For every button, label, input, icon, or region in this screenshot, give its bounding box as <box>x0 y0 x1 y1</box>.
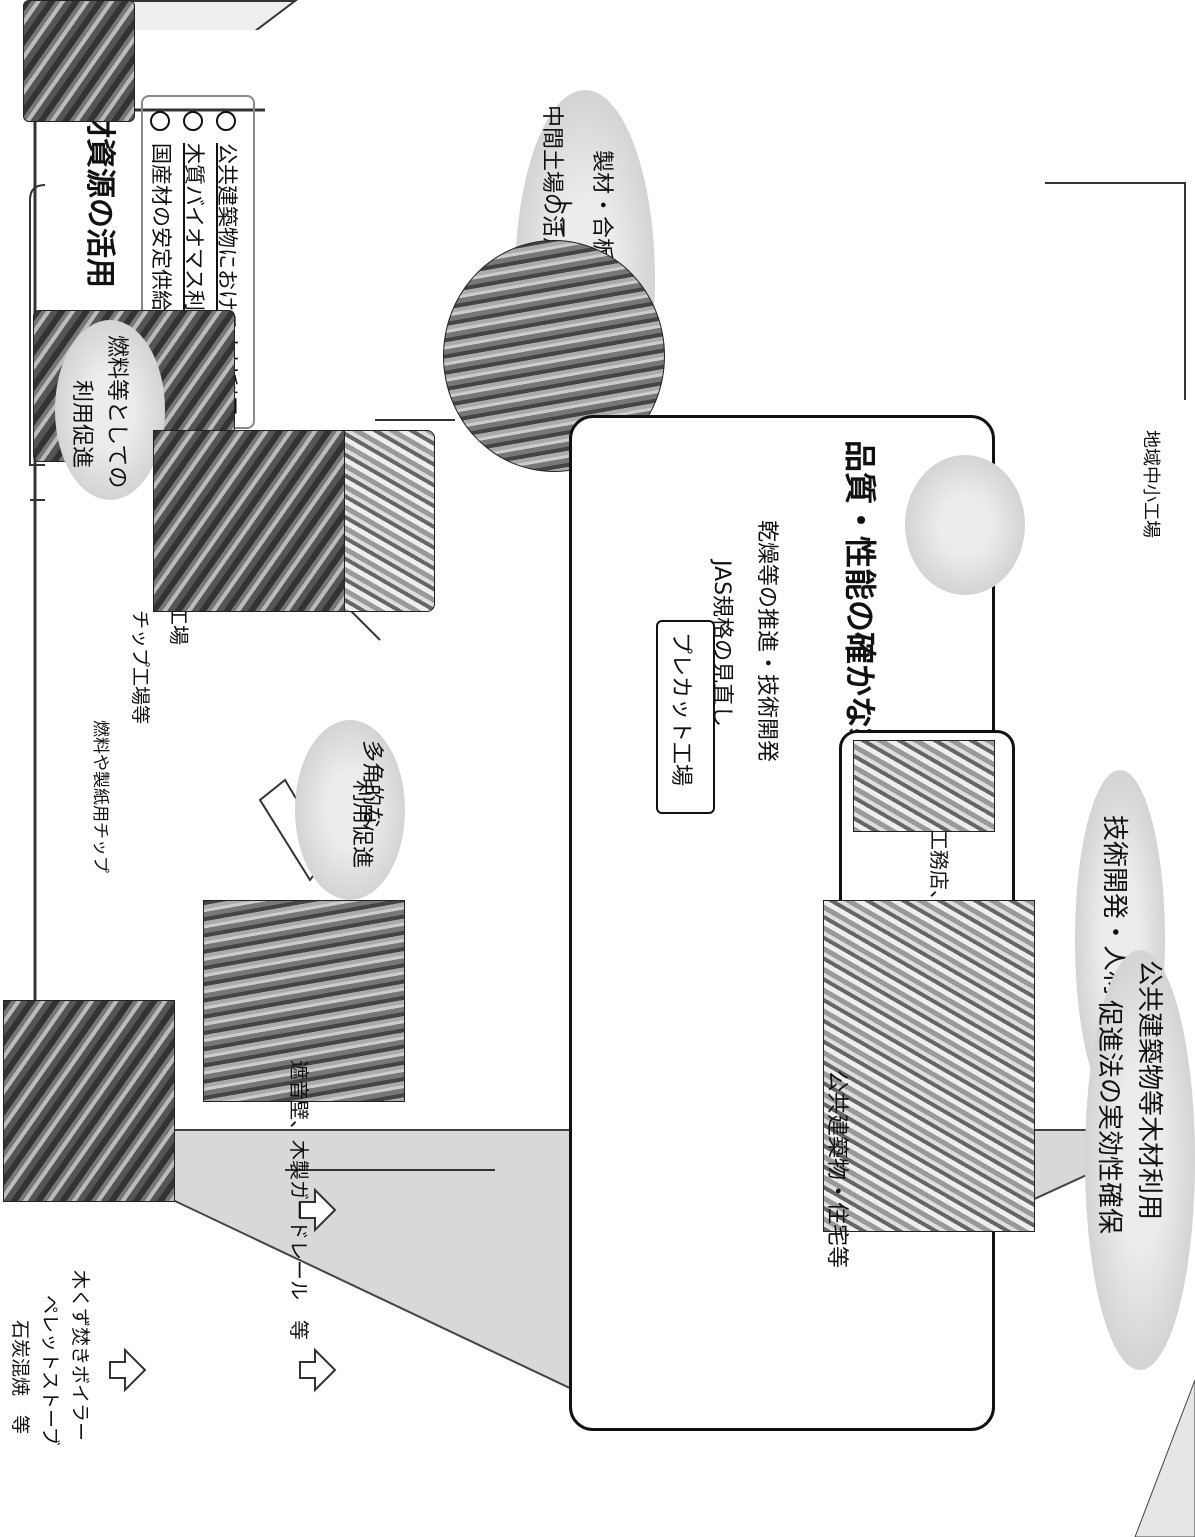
buildings-label: 公共建築物・住宅等 <box>824 1070 849 1269</box>
supply-sub1: 乾燥等の推進・技術開発 <box>754 520 779 763</box>
chip-factory-image <box>153 430 345 612</box>
diverse-line2: 利用促進 <box>349 780 374 869</box>
boiler-line1: 木くず焚きボイラー <box>69 1270 91 1442</box>
law-line1: 公共建築物等木材利用 <box>1134 960 1164 1221</box>
chip-product-label: 燃料や製紙用チップ <box>90 720 110 873</box>
local-factory-oval <box>905 455 1025 595</box>
boiler-line2: ペレットストーブ <box>39 1295 61 1446</box>
fuel-line2: 利用促進 <box>69 380 94 469</box>
circle-bullet-icon <box>216 111 236 131</box>
precut-label: プレカット工場 <box>668 632 693 787</box>
house-image <box>853 740 995 832</box>
law-line2: 促進法の実効性確保 <box>1094 1000 1124 1235</box>
truck-image <box>23 0 135 122</box>
precut-box: プレカット工場 <box>656 620 715 814</box>
boiler-line3: 石炭混焼 等 <box>9 1320 31 1435</box>
fuel-line1: 燃料等としての <box>104 335 129 489</box>
chip-factory-label: チップ工場等 <box>129 610 151 725</box>
circle-bullet-icon <box>150 111 170 131</box>
boiler-image <box>3 1000 175 1202</box>
local-factory-label: 地域中小工場 <box>1140 430 1161 538</box>
guardrail-label: 遮音壁、木製ガードレール 等 <box>287 1060 311 1340</box>
circle-bullet-icon <box>183 111 203 131</box>
